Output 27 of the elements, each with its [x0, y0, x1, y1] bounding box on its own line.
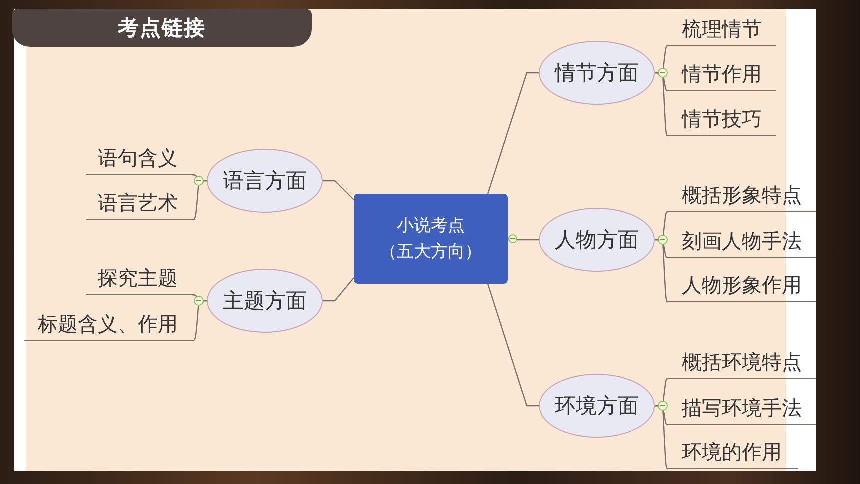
subtopic-label: 环境的作用: [668, 436, 798, 469]
subtopic-label: 描写环境手法: [668, 392, 816, 425]
subtopic-label: 人物形象作用: [668, 269, 816, 302]
connector-line: [655, 239, 668, 302]
connector-line: [323, 180, 354, 200]
subtopic-label: 梳理情节: [668, 13, 776, 46]
subtopic-label: 语言艺术: [86, 187, 192, 220]
connector-line: [192, 180, 207, 221]
central-topic-box: [354, 194, 508, 284]
connector-line: [487, 284, 539, 407]
topic-text: 小说考点: [397, 215, 465, 238]
connector-line: [655, 72, 668, 136]
connector-line: [508, 239, 539, 241]
title-banner: 考点链接: [12, 9, 312, 47]
subtopic-label: 探究主题: [86, 262, 192, 295]
subtopic-label: 标题含义、作用: [24, 308, 192, 341]
connector-line: [487, 72, 539, 194]
connector-line: [192, 300, 207, 342]
subtopic-label: 概括环境特点: [668, 346, 816, 379]
topic-text: （五大方向）: [380, 241, 482, 264]
subtopic-label: 概括形象特点: [668, 179, 816, 212]
subtopic-label: 情节作用: [668, 58, 776, 91]
subtopic-label: 语句含义: [86, 142, 192, 175]
subtopic-label: 刻画人物手法: [668, 225, 816, 258]
connector-line: [323, 278, 354, 302]
connector-line: [655, 405, 668, 470]
subtopic-label: 情节技巧: [668, 103, 776, 136]
